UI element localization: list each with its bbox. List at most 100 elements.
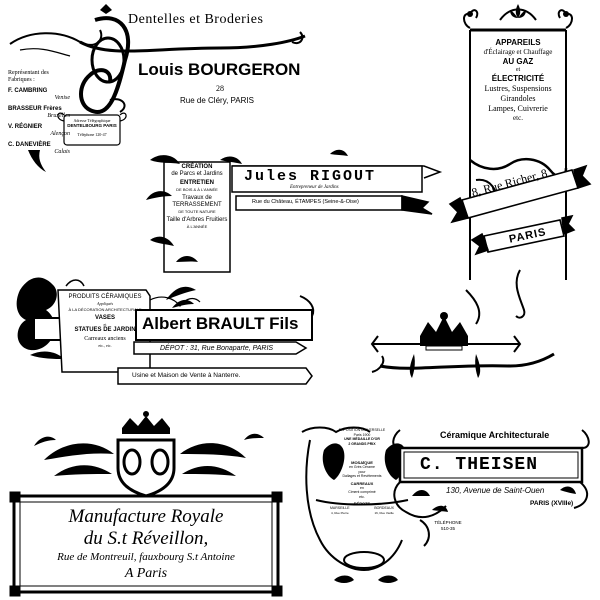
bourgeron-header: Dentelles et Broderies	[128, 12, 264, 27]
brault-line: Appliqués	[97, 301, 113, 306]
rep-place: Bruxelles	[47, 113, 70, 119]
bourgeron-number: 28	[216, 84, 224, 93]
rep-item: C. DANEVIÈRE Calais	[8, 142, 70, 156]
fleur-de-lis-icon	[467, 4, 569, 18]
richer-line: Girandoles	[500, 94, 536, 103]
theisen-line: EXPOSITION UNIVERSELLE	[338, 428, 386, 432]
theisen-city: PARIS (XVIIIe)	[530, 500, 574, 507]
reveillon-shield	[116, 438, 176, 498]
telephone-value: Téléphone 120-47	[77, 132, 107, 137]
reveillon-frame	[9, 491, 283, 597]
theisen-name: C. THEISEN	[420, 455, 539, 475]
brault-line: À LA DÉCORATION ARCHITECTURALE	[68, 307, 142, 312]
richer-line: etc.	[513, 114, 523, 122]
brault-name: Albert BRAULT Fils	[142, 314, 299, 333]
theisen-line: Dallages et Revêtements	[342, 474, 382, 478]
richer-line: Lampes, Cuivrerie	[488, 104, 548, 113]
theisen-line: etc.	[359, 494, 365, 499]
reveillon-line: A Paris	[124, 566, 168, 581]
bourgeron-flourish	[9, 29, 306, 57]
theisen-banner	[392, 429, 590, 547]
rigout-line: Travaux de TERRASSEMENT	[172, 195, 222, 208]
theisen-depots: MARSEILLE 4, Rue Pierre BORDEAUX 16, Rue…	[330, 506, 394, 515]
bourgeron-name: Louis BOURGERON	[138, 60, 301, 79]
theisen-line: MOSAÏQUE	[351, 460, 373, 465]
phone-value: 510-35	[440, 526, 455, 531]
rep-name: F. CAMBRING	[8, 88, 48, 94]
rigout-line: DE TOUTE NATURE	[178, 209, 216, 214]
richer-line: d'Éclairage et Chauffage	[483, 48, 553, 56]
theisen-medallion	[301, 426, 409, 572]
rigout-left-panel: CRÉATION de Parcs et Jardins ENTRETIEN D…	[166, 164, 228, 230]
reveillon-line: Rue de Montreuil, fauxbourg S.t Antoine	[57, 551, 235, 563]
theisen-line: 4, Rue Pierre	[330, 510, 349, 515]
rigout-subtitle: Entrepreneur de Jardins	[290, 185, 339, 190]
brault-leaf	[166, 286, 196, 308]
bourgeron-cartouche	[57, 98, 127, 146]
theisen-line: Paris 1900	[353, 432, 371, 437]
reveillon-foliage	[34, 433, 264, 476]
phone-label: TÉLÉPHONE	[434, 520, 462, 525]
bourgeron-monogram	[79, 4, 131, 114]
bourgeron-sprig	[28, 150, 46, 172]
reveillon-line: du S.t Réveillon,	[83, 528, 209, 549]
rep-item: F. CAMBRING Venise	[8, 88, 70, 102]
rigout-foliage	[146, 149, 348, 262]
richer-line: et	[515, 67, 521, 73]
theisen-line: CARREAUX	[350, 480, 374, 486]
theisen-line: pour	[358, 469, 366, 474]
brault-line: Carreaux anciens	[84, 336, 126, 342]
brault-line: PRODUITS CÉRAMIQUES	[68, 294, 142, 300]
theisen-line: DÉPOTS	[353, 501, 371, 506]
rep-place: Calais	[54, 149, 70, 155]
brault-left-panel: PRODUITS CÉRAMIQUES Appliqués À LA DÉCOR…	[62, 294, 148, 349]
brault-frame	[57, 279, 315, 385]
rigout-line: CRÉATION	[181, 164, 213, 170]
bourgeron-telegraph: Adresse Télégraphique DENTELBOURG PARIS …	[66, 118, 118, 138]
rep-item: V. RÉGNIER Alençon	[8, 124, 70, 138]
richer-line: AU GAZ	[502, 57, 534, 66]
theisen-line: MARSEILLE	[330, 506, 350, 510]
rep-name: V. RÉGNIER	[8, 124, 43, 130]
rigout-line: de Parcs et Jardins	[171, 171, 223, 177]
theisen-phone: TÉLÉPHONE 510-35	[428, 520, 468, 532]
reveillon-crown-icon	[122, 411, 170, 434]
theisen-line: UNE MÉDAILLE D'OR	[344, 437, 380, 441]
brault-line: STATUES DE JARDIN	[74, 327, 136, 333]
telegraph-value: DENTELBOURG PARIS	[67, 123, 117, 128]
brault-depot: DÉPOT : 31, Rue Bonaparte, PARIS	[160, 345, 274, 352]
theisen-line: Ciment comprimé	[348, 490, 376, 494]
theisen-leaves	[412, 486, 576, 512]
richer-text-block: APPAREILS d'Éclairage et Chauffage AU GA…	[474, 38, 562, 123]
rep-name: C. DANEVIÈRE	[8, 142, 51, 148]
theisen-left-block: EXPOSITION UNIVERSELLE Paris 1900 UNE MÉ…	[330, 428, 394, 515]
theisen-line: en	[360, 485, 364, 490]
theisen-line: BORDEAUX	[374, 506, 394, 510]
rigout-line: DE BOIS & À L'ANNÉE	[176, 187, 218, 192]
reveillon-line: Manufacture Royale	[68, 506, 224, 527]
rep-item: BRASSEUR Frères Bruxelles	[8, 106, 70, 120]
rep-place: Venise	[54, 95, 70, 101]
rigout-banner	[163, 161, 443, 273]
rigout-line: ENTRETIEN	[179, 180, 214, 186]
theisen-line: en Grès Cérame	[349, 465, 375, 469]
telegraph-label: Adresse Télégraphique	[73, 118, 111, 123]
richer-line: APPAREILS	[495, 38, 541, 47]
rep-place: Alençon	[50, 131, 70, 137]
richer-line: Lustres, Suspensions	[484, 84, 552, 93]
rigout-line: Taille d'Arbres Fruitiers	[166, 217, 228, 223]
rep-name: BRASSEUR Frères	[8, 106, 62, 112]
theisen-header: Céramique Architecturale	[440, 430, 550, 440]
brault-griffin	[16, 277, 65, 359]
rigout-name: Jules RIGOUT	[244, 168, 377, 185]
crossed-swords-icon	[370, 335, 555, 373]
theisen-address: 130, Avenue de Saint-Ouen	[446, 486, 545, 495]
rigout-address: Rue du Château, ÉTAMPES (Seine-&-Oise)	[252, 199, 359, 205]
bourgeron-rep-list: F. CAMBRING Venise BRASSEUR Frères Bruxe…	[8, 88, 70, 156]
crown-icon	[420, 312, 468, 351]
brault-line: et	[103, 322, 107, 327]
brault-line: etc., etc.	[98, 343, 112, 348]
richer-ribbon	[448, 164, 592, 256]
richer-line: ÉLECTRICITÉ	[491, 74, 545, 83]
